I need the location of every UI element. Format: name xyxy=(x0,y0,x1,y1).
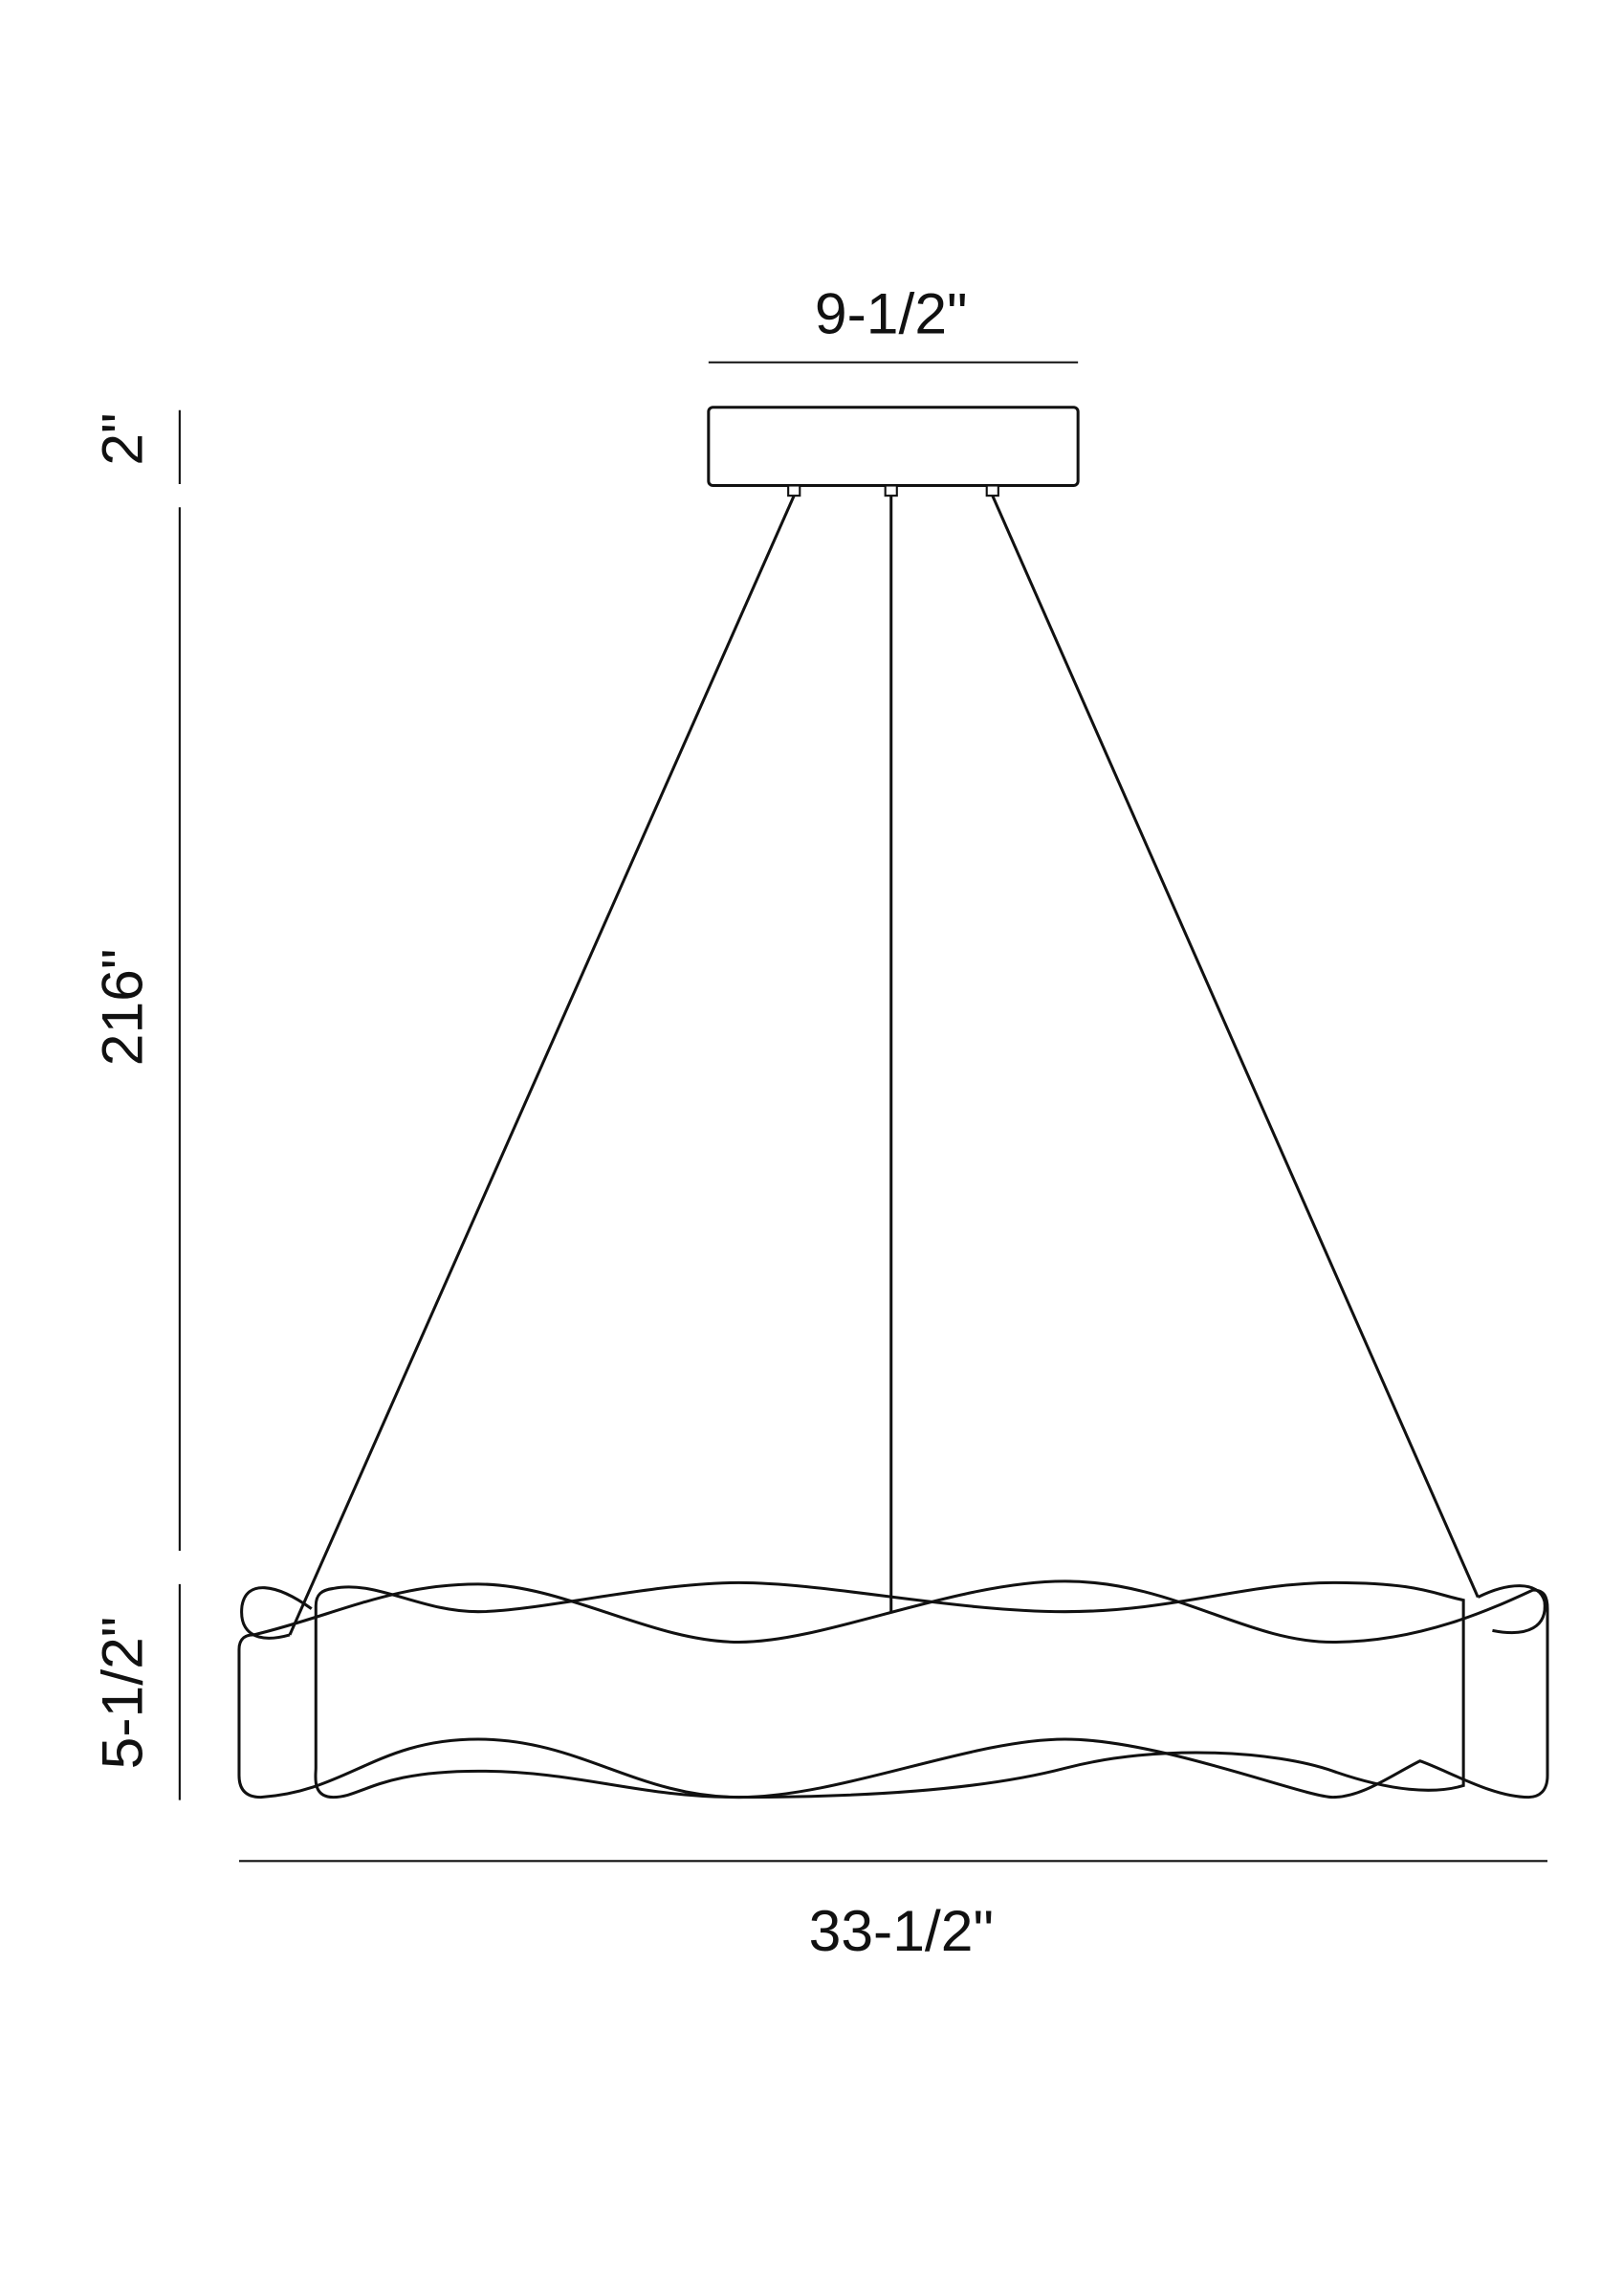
cable-connectors xyxy=(787,484,999,497)
cable-right xyxy=(991,495,1480,1599)
ring-front-band xyxy=(237,1579,1549,1799)
cable-left xyxy=(288,495,796,1636)
fixture-height-label: 5-1/2" xyxy=(89,1617,154,1770)
ring-left-end-loop xyxy=(240,1586,313,1640)
canopy-height-label: 2" xyxy=(89,412,154,465)
ring-right-end-loop xyxy=(1477,1584,1546,1635)
fixture-width-label: 33-1/2" xyxy=(809,1898,994,1963)
canopy-width-label: 9-1/2" xyxy=(815,280,968,345)
ring-back-band xyxy=(314,1580,1465,1799)
canopy xyxy=(707,406,1080,488)
cable-length-label: 216" xyxy=(89,949,154,1067)
